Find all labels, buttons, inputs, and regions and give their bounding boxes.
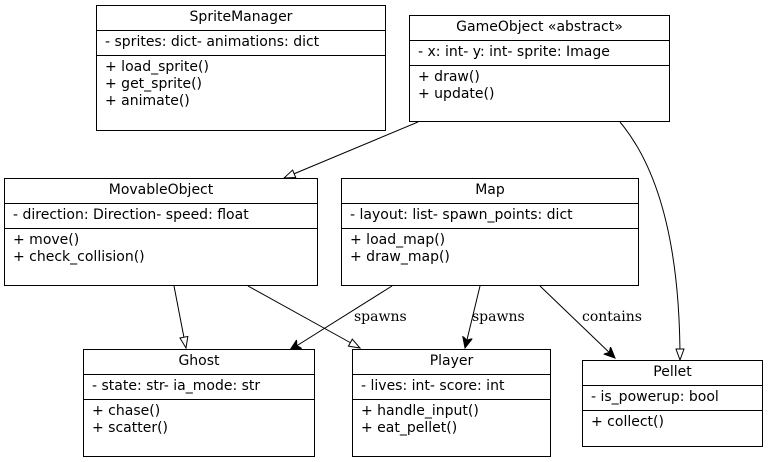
method: + chase() [92, 403, 161, 419]
class-ghost: Ghost - state: str- ia_mode: str + chase… [83, 349, 315, 457]
class-name: SpriteManager [97, 6, 385, 31]
edge-movableobject-player [247, 285, 362, 349]
edge-label-map-player: spawns [472, 309, 525, 325]
class-name: GameObject «abstract» [410, 16, 669, 41]
method: + get_sprite() [105, 76, 203, 92]
edge-gameobject-pellet [619, 121, 685, 362]
class-attributes: - direction: Direction- speed: float [5, 204, 317, 229]
class-methods: + move() + check_collision() [5, 229, 317, 268]
class-methods: + chase() + scatter() [84, 400, 314, 439]
method: + collect() [591, 414, 664, 430]
class-name: Pellet [583, 361, 762, 386]
method: + load_sprite() [105, 59, 209, 75]
edge-label-map-pellet: contains [582, 309, 642, 325]
edge-label-map-ghost: spawns [354, 309, 407, 325]
method: + handle_input() [361, 403, 479, 419]
class-attributes: - state: str- ia_mode: str [84, 375, 314, 400]
method: + load_map() [350, 232, 446, 248]
class-movable-object: MovableObject - direction: Direction- sp… [4, 178, 318, 286]
method: + update() [418, 86, 495, 102]
edge-movableobject-ghost [173, 285, 189, 350]
edge-gameobject-movableobject [282, 121, 419, 179]
class-attributes: - sprites: dict- animations: dict [97, 31, 385, 56]
class-name: Player [353, 350, 550, 375]
method: + scatter() [92, 420, 169, 436]
class-methods: + draw() + update() [410, 66, 669, 105]
method: + eat_pellet() [361, 420, 458, 436]
method: + move() [13, 232, 80, 248]
class-map: Map - layout: list- spawn_points: dict +… [341, 178, 639, 286]
class-sprite-manager: SpriteManager - sprites: dict- animation… [96, 5, 386, 131]
class-pellet: Pellet - is_powerup: bool + collect() [582, 360, 763, 447]
class-attributes: - layout: list- spawn_points: dict [342, 204, 638, 229]
method: + animate() [105, 93, 190, 109]
class-attributes: - x: int- y: int- sprite: Image [410, 41, 669, 66]
method: + draw_map() [350, 249, 450, 265]
class-attributes: - is_powerup: bool [583, 386, 762, 411]
class-methods: + collect() [583, 411, 762, 433]
class-game-object: GameObject «abstract» - x: int- y: int- … [409, 15, 670, 122]
method: + draw() [418, 69, 480, 85]
class-methods: + load_sprite() + get_sprite() + animate… [97, 56, 385, 112]
edge-map-pellet [539, 285, 615, 358]
class-player: Player - lives: int- score: int + handle… [352, 349, 551, 457]
class-name: MovableObject [5, 179, 317, 204]
method: + check_collision() [13, 249, 145, 265]
class-methods: + handle_input() + eat_pellet() [353, 400, 550, 439]
class-methods: + load_map() + draw_map() [342, 229, 638, 268]
edge-map-player [465, 285, 481, 348]
class-name: Map [342, 179, 638, 204]
class-attributes: - lives: int- score: int [353, 375, 550, 400]
class-name: Ghost [84, 350, 314, 375]
edge-map-ghost [290, 285, 393, 350]
